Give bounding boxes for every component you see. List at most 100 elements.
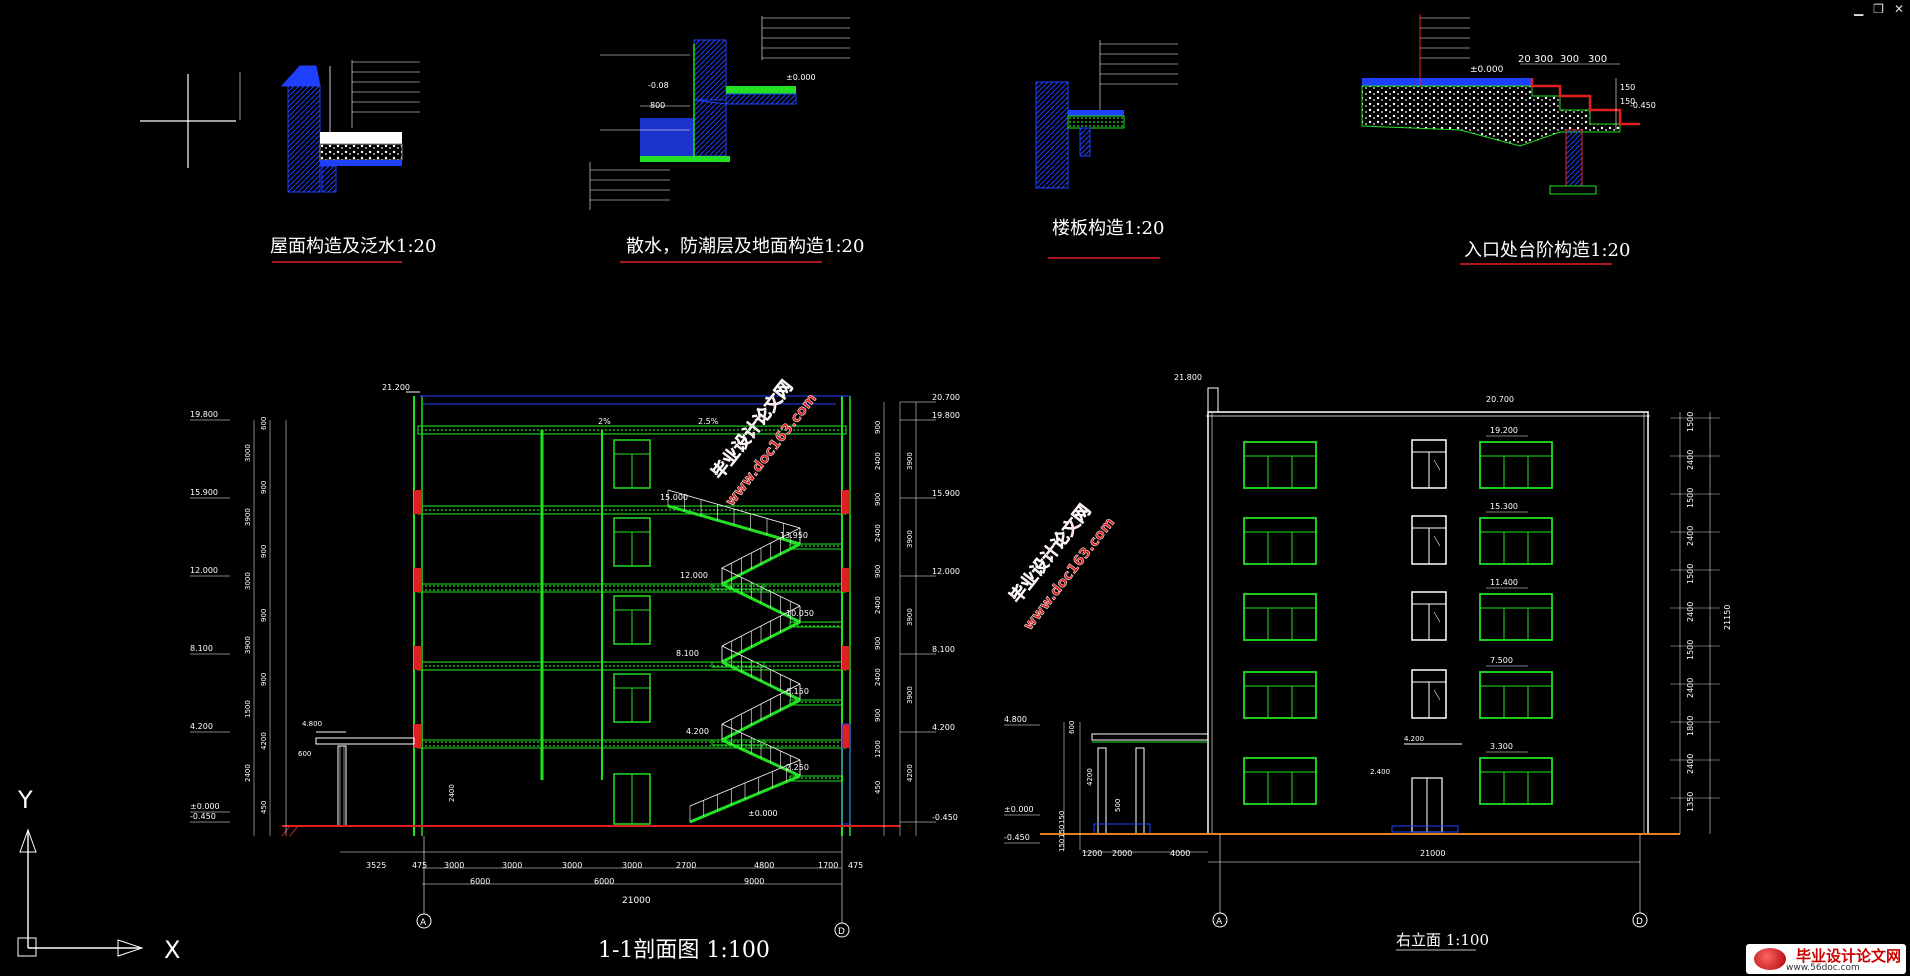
section-side-dim: 3900 <box>906 686 914 704</box>
close-button[interactable]: ✕ <box>1893 2 1904 16</box>
section-wall-blue <box>841 723 851 825</box>
section-stair-level: 13.950 <box>780 531 808 540</box>
elev-axis-d: D <box>1636 917 1643 927</box>
window-controls: ▁ ❐ ✕ <box>1854 2 1904 16</box>
detail-roof: 屋面构造及泛水1:20 <box>140 60 436 263</box>
steps-dim-v1: 150 <box>1620 83 1635 92</box>
section-side-dim: 3900 <box>906 452 914 470</box>
elev-top-level: 21.800 <box>1174 373 1202 382</box>
section-left-dim: 3900 <box>244 636 252 654</box>
section-stair-level: 4.200 <box>686 727 709 736</box>
elev-stair-window-sash <box>1433 689 1441 701</box>
elevation-chimney <box>1207 387 1219 413</box>
detail-floor-slab: 楼板构造1:20 <box>1035 40 1178 259</box>
elev-right-dim: 1500 <box>1686 564 1695 584</box>
section-windows <box>613 439 651 723</box>
section-bottom-dim: 4800 <box>754 861 774 870</box>
section-stair-landing <box>789 621 843 628</box>
section-left-dim: 2400 <box>244 764 252 782</box>
elev-window-left <box>1243 671 1317 719</box>
elev-right-dim: 1500 <box>1686 488 1695 508</box>
section-left-dim: 3000 <box>244 444 252 462</box>
elev-right-dim: 2400 <box>1686 678 1695 698</box>
section-right-dim: 900 <box>874 637 882 650</box>
section-left-level: 15.900 <box>190 488 218 497</box>
steps-level-1: ±0.000 <box>1470 65 1504 75</box>
section-right-level: 12.000 <box>932 567 960 576</box>
section-bottom-dim: 475 <box>848 861 863 870</box>
section-slope-2: 2.5% <box>698 417 719 426</box>
section-stair-level: 6.150 <box>786 687 809 696</box>
detail-apron-title: 散水，防潮层及地面构造1:20 <box>626 236 864 257</box>
apron-level-1: -0.08 <box>648 81 669 90</box>
elev-right-dim: 1350 <box>1686 792 1695 812</box>
steps-dim-3: 300 <box>1560 54 1579 65</box>
section-side-dim: 4200 <box>906 764 914 782</box>
elev-left-dim: 150 <box>1058 811 1066 824</box>
section-left-level: 8.100 <box>190 644 213 653</box>
section-wall-lintel <box>414 490 422 514</box>
section-slope-1: 2% <box>598 417 611 426</box>
watermark-badge-title: 毕业设计论文网 <box>1796 947 1902 965</box>
steps-dim-1: 20 <box>1518 54 1531 65</box>
section-total-dim: 21000 <box>622 896 651 906</box>
section-left-level: ±0.000 <box>190 802 220 811</box>
ucs-x-label: X <box>164 936 180 964</box>
section-right-dim: 900 <box>874 493 882 506</box>
elev-axis-a: A <box>1216 917 1223 927</box>
restore-button[interactable]: ❐ <box>1873 2 1884 16</box>
section-canopy-level: 4.800 <box>302 720 322 728</box>
detail-roof-title: 屋面构造及泛水1:20 <box>270 236 436 257</box>
section-right-dim: 900 <box>874 565 882 578</box>
section-mid-dim: 6000 <box>470 877 490 886</box>
elev-right-dim: 2400 <box>1686 526 1695 546</box>
elev-total-height: 21150 <box>1723 605 1732 630</box>
watermark-badge: 毕业设计论文网 www.56doc.com <box>1746 944 1906 974</box>
section-left-dim: 900 <box>260 481 268 494</box>
elev-window-left <box>1243 757 1317 805</box>
section-stair-landing <box>789 699 843 706</box>
section-canopy-dim: 600 <box>298 750 311 758</box>
section-left-level: 12.000 <box>190 566 218 575</box>
elev-bottom-dim: 1200 <box>1082 849 1102 858</box>
watermark-badge-url: www.56doc.com <box>1786 963 1860 973</box>
elev-left-dim: 600 <box>1068 721 1076 734</box>
section-dimensions: 19.80015.90012.0008.1004.200±0.000-0.450… <box>190 393 960 906</box>
elev-stair-window-sash <box>1433 535 1441 547</box>
section-axis-d: D <box>838 927 845 937</box>
section-right-level: -0.450 <box>932 813 958 822</box>
section-top-level: 21.200 <box>382 383 410 392</box>
section-left-dim: 1500 <box>244 700 252 718</box>
roof-parapet-wall <box>287 85 321 193</box>
elev-floor-level: 11.400 <box>1490 578 1518 587</box>
elev-window-right <box>1479 593 1553 641</box>
section-floor-slab <box>417 661 847 671</box>
ucs-icon: Y X <box>17 786 180 964</box>
section-left-dim: 900 <box>260 609 268 622</box>
elev-right-dim: 1500 <box>1686 640 1695 660</box>
elevation-dimensions: 1500240015002400150024001500240018002400… <box>1004 412 1732 863</box>
section-stair-level: 8.100 <box>676 649 699 658</box>
section-door-dim: 2400 <box>448 784 456 802</box>
elev-window-right <box>1479 441 1553 489</box>
elev-floor-level: 7.500 <box>1490 656 1513 665</box>
elev-right-dim: 2400 <box>1686 602 1695 622</box>
section-stair-level: 12.000 <box>680 571 708 580</box>
elev-bottom-dim: 4000 <box>1170 849 1190 858</box>
section-wall-lintel <box>842 724 850 748</box>
ucs-y-label: Y <box>17 786 33 814</box>
minimize-button[interactable]: ▁ <box>1853 2 1864 16</box>
section-left-level: -0.450 <box>190 812 216 821</box>
watermark-stamp-1: 毕业设计论文网 www.doc163.com <box>707 376 820 510</box>
section-left-dim: 600 <box>260 417 268 430</box>
steps-dim-4: 300 <box>1588 54 1607 65</box>
elev-left-dim: 150 <box>1058 825 1066 838</box>
roof-gravel-layer <box>319 143 403 161</box>
section-canopy-column <box>337 745 347 827</box>
section-left-dim: 900 <box>260 545 268 558</box>
elev-stair-window-sash <box>1433 611 1441 623</box>
section-wall-lintel <box>842 490 850 514</box>
elev-window-left <box>1243 517 1317 565</box>
